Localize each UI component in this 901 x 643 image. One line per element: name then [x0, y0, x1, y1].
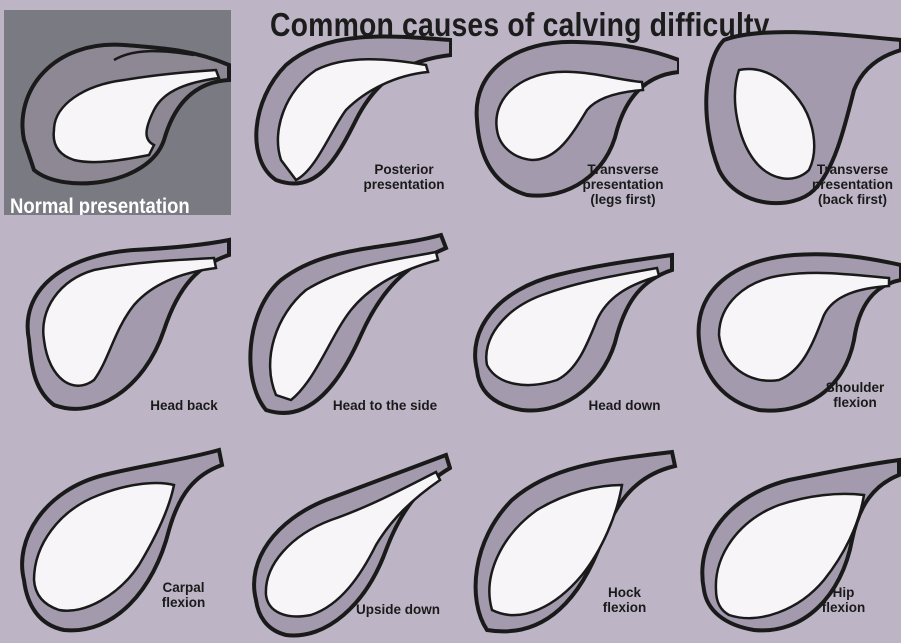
panel-head-down: Head down — [457, 220, 679, 425]
panel-head-back: Head back — [4, 220, 231, 425]
head-to-the-side-illustration — [236, 220, 452, 425]
panel-head-to-the-side: Head to the side — [236, 220, 452, 425]
panel-transverse-back-first: Transverse presentation (back first) — [684, 10, 901, 215]
panel-normal-presentation: Normal presentation — [4, 10, 231, 215]
panel-label: Normal presentation — [10, 194, 205, 215]
panel-label: Transverse presentation (legs first) — [575, 162, 671, 207]
panel-posterior-presentation: Posterior presentation — [236, 10, 452, 215]
panel-label: Posterior presentation — [354, 162, 452, 192]
panel-hock-flexion: Hock flexion — [457, 430, 679, 643]
panel-label: Upside down — [344, 602, 452, 617]
panel-label: Head down — [577, 398, 672, 413]
panel-shoulder-flexion: Shoulder flexion — [684, 220, 901, 425]
panel-carpal-flexion: Carpal flexion — [4, 430, 231, 643]
normal-presentation-illustration — [4, 10, 231, 215]
panel-label: Head back — [134, 398, 231, 413]
carpal-flexion-illustration — [4, 430, 231, 643]
panel-transverse-legs-first: Transverse presentation (legs first) — [457, 10, 679, 215]
panel-label: Head to the side — [318, 398, 452, 413]
head-back-illustration — [4, 220, 231, 425]
panel-label: Hip flexion — [796, 585, 891, 615]
head-down-illustration — [457, 220, 679, 425]
panel-label: Carpal flexion — [136, 580, 231, 610]
panel-label: Shoulder flexion — [809, 380, 901, 410]
panel-label: Hock flexion — [577, 585, 672, 615]
panel-upside-down: Upside down — [236, 430, 452, 643]
panel-hip-flexion: Hip flexion — [684, 430, 901, 643]
panel-label: Transverse presentation (back first) — [804, 162, 901, 207]
